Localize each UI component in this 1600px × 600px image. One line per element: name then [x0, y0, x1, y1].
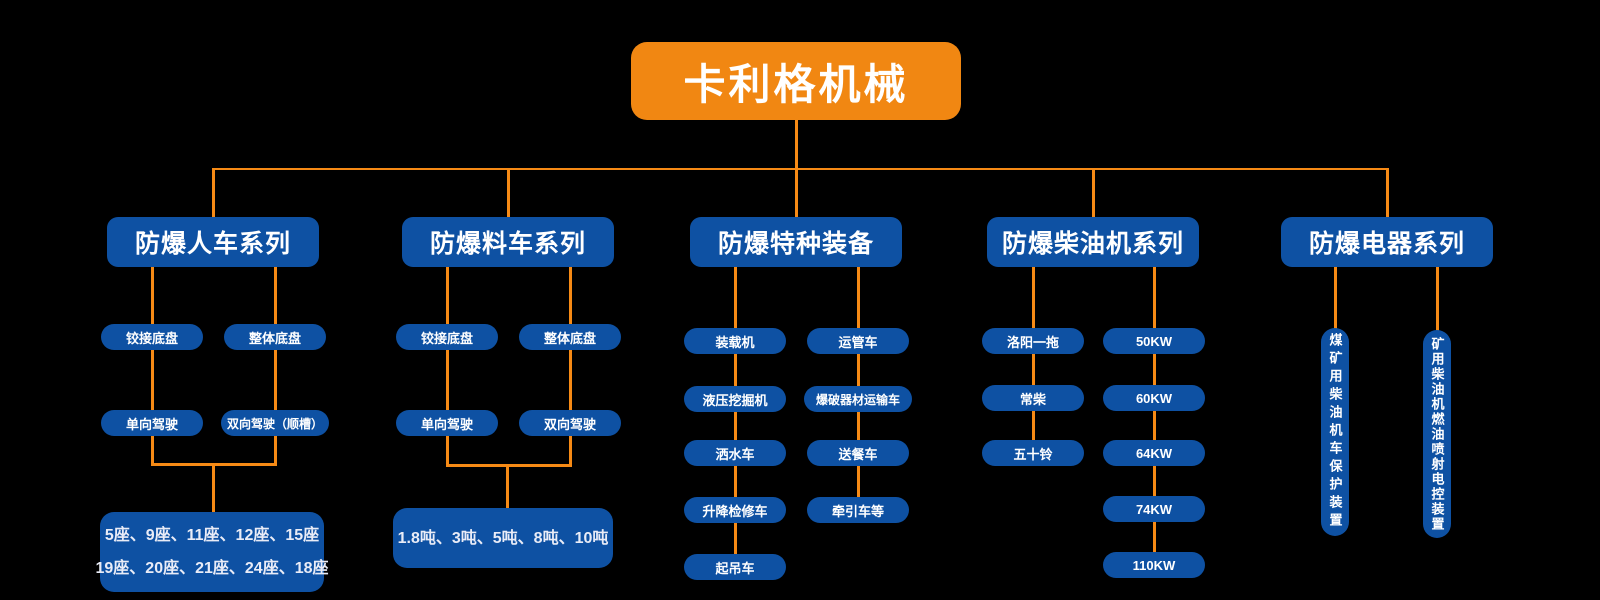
node-b3-right-2: 64KW	[1103, 440, 1205, 466]
note-b0: 5座、9座、11座、12座、15座 19座、20座、21座、24座、18座	[96, 512, 329, 592]
node-b3-right-0: 50KW	[1103, 328, 1205, 354]
connector-b0-note-drop	[212, 466, 215, 512]
node-b2-left-1: 液压挖掘机	[684, 386, 786, 412]
node-b3-right-3: 74KW	[1103, 496, 1205, 522]
connector-branch-drop-3	[1092, 168, 1095, 217]
node-b3-left-2: 五十铃	[982, 440, 1084, 466]
note-b0-line-1: 5座、9座、11座、12座、15座	[104, 527, 320, 544]
connector-b2-right	[857, 267, 860, 500]
connector-root-drop	[795, 120, 798, 170]
branch-header-2: 防爆特种装备	[690, 217, 902, 267]
connector-b0-right	[274, 267, 277, 466]
node-b0-right-1: 双向驾驶（顺槽）	[221, 410, 329, 436]
node-b2-right-3: 牵引车等	[807, 497, 909, 523]
node-b3-left-1: 常柴	[982, 385, 1084, 411]
note-b1: 1.8吨、3吨、5吨、8吨、10吨	[393, 508, 613, 568]
node-b2-left-0: 装载机	[684, 328, 786, 354]
root-node: 卡利格机械	[631, 42, 961, 120]
node-b3-right-4: 110KW	[1103, 552, 1205, 578]
connector-b4-right	[1436, 267, 1439, 331]
node-b1-right-0: 整体底盘	[519, 324, 621, 350]
branch-header-4: 防爆电器系列	[1281, 217, 1493, 267]
node-b3-right-1: 60KW	[1103, 385, 1205, 411]
node-b0-left-1: 单向驾驶	[101, 410, 203, 436]
note-b0-line-2: 19座、20座、21座、24座、18座	[95, 560, 329, 577]
node-b0-right-0: 整体底盘	[224, 324, 326, 350]
connector-branch-drop-0	[212, 168, 215, 217]
node-b2-left-3: 升降检修车	[684, 497, 786, 523]
connector-branch-drop-1	[507, 168, 510, 217]
connector-branch-drop-4	[1386, 168, 1389, 217]
branch-header-1: 防爆料车系列	[402, 217, 614, 267]
node-b2-right-2: 送餐车	[807, 440, 909, 466]
connector-b1-left	[446, 267, 449, 467]
connector-b0-left	[151, 267, 154, 466]
node-b2-right-1: 爆破器材运输车	[804, 386, 912, 412]
branch-header-3: 防爆柴油机系列	[987, 217, 1199, 267]
connector-trunk	[212, 168, 1388, 170]
connector-b3-left	[1032, 267, 1035, 442]
node-b2-left-2: 洒水车	[684, 440, 786, 466]
node-b2-left-4: 起吊车	[684, 554, 786, 580]
connector-branch-drop-2	[795, 168, 798, 217]
node-b4-left-0: 煤矿用柴油机车保护装置	[1321, 328, 1349, 536]
node-b1-right-1: 双向驾驶	[519, 410, 621, 436]
note-b1-line-1: 1.8吨、3吨、5吨、8吨、10吨	[397, 529, 609, 547]
node-b1-left-0: 铰接底盘	[396, 324, 498, 350]
connector-b1-right	[569, 267, 572, 467]
node-b3-left-0: 洛阳一拖	[982, 328, 1084, 354]
connector-b1-merge	[446, 464, 572, 467]
node-b1-left-1: 单向驾驶	[396, 410, 498, 436]
node-b4-right-0: 矿用柴油机燃油喷射电控装置	[1423, 330, 1451, 538]
connector-b2-left	[734, 267, 737, 557]
node-b0-left-0: 铰接底盘	[101, 324, 203, 350]
connector-b1-note-drop	[506, 467, 509, 508]
connector-b0-merge	[151, 463, 277, 466]
connector-b4-left	[1334, 267, 1337, 329]
node-b2-right-0: 运管车	[807, 328, 909, 354]
branch-header-0: 防爆人车系列	[107, 217, 319, 267]
